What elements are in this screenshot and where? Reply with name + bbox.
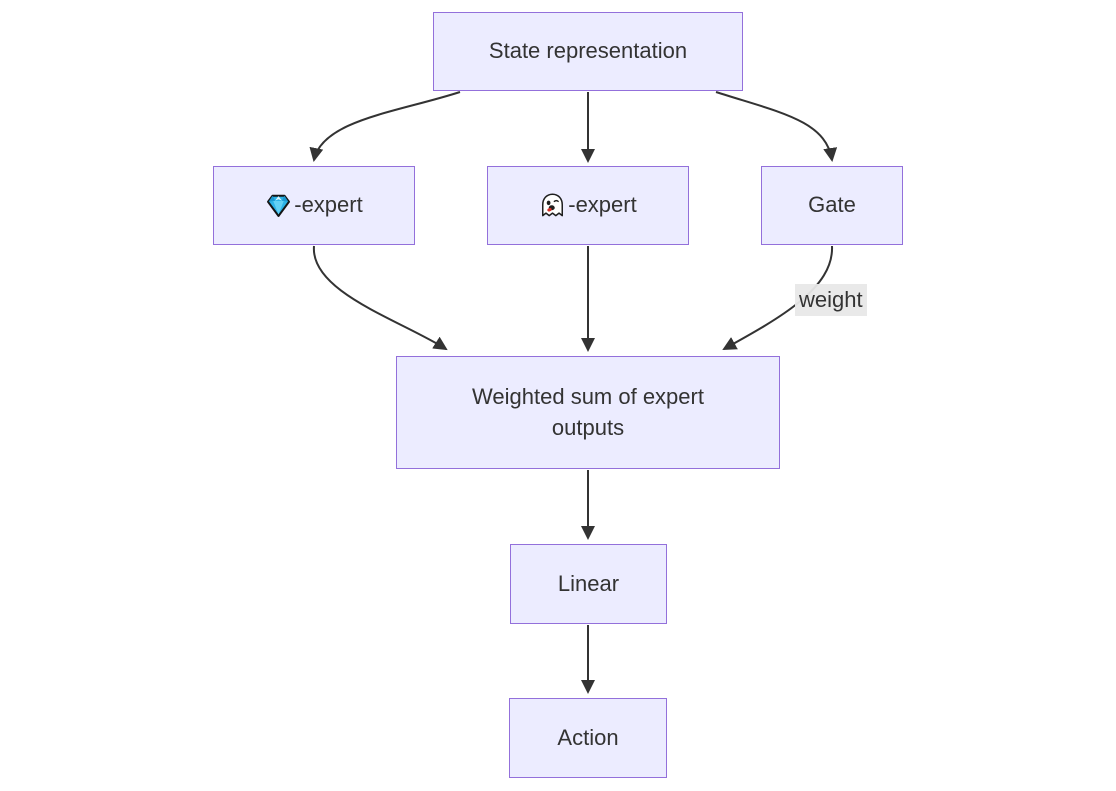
node-weighted-sum: Weighted sum of expert outputs (396, 356, 780, 469)
node-content: -expert (265, 190, 363, 221)
node-ghost-expert: -expert (487, 166, 689, 245)
node-label: Gate (808, 192, 856, 218)
node-label: State representation (488, 38, 688, 64)
edge-gem-expert-to-weighted-sum (312, 245, 448, 351)
node-state-representation: State representation (433, 12, 743, 91)
node-label: Linear (557, 570, 620, 596)
node-label: Weighted sum of expert outputs (472, 383, 704, 440)
node-content: -expert (539, 190, 637, 221)
gem-icon (265, 192, 292, 219)
node-label: Action (557, 724, 619, 750)
node-label: -expert (568, 192, 637, 218)
edge-state-to-gem-expert (309, 91, 461, 162)
node-gate: Gate (761, 166, 903, 245)
edge-state-to-gate (715, 91, 838, 162)
node-gem-expert: -expert (213, 166, 415, 245)
edge-label-weight: weight (795, 284, 867, 316)
node-label: -expert (294, 192, 363, 218)
ghost-icon (539, 192, 566, 219)
node-linear: Linear (510, 544, 667, 624)
node-action: Action (509, 698, 667, 778)
